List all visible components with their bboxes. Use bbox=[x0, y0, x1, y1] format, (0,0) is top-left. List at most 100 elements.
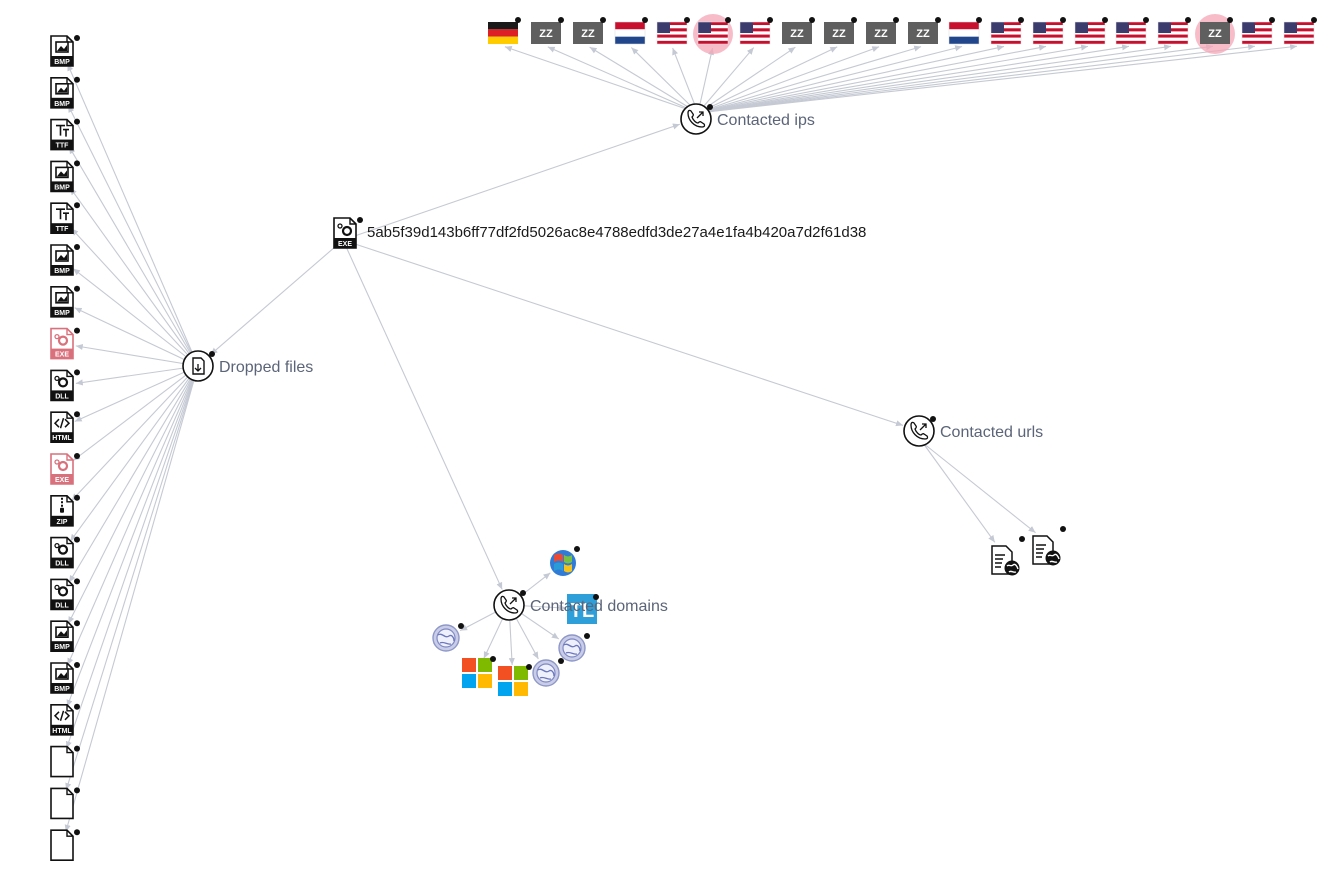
font-file-icon[interactable]: TTF bbox=[50, 202, 80, 234]
node-handle-dot bbox=[74, 118, 80, 125]
html-file-icon[interactable]: HTML bbox=[50, 411, 80, 444]
node-handle-dot bbox=[74, 703, 80, 710]
node-handle-dot bbox=[1143, 17, 1149, 23]
node-handle-dot bbox=[851, 17, 857, 23]
edge-ip-flag bbox=[547, 46, 699, 114]
file-type-label: BMP bbox=[54, 59, 70, 66]
node-handle-dot bbox=[1102, 17, 1108, 23]
ip-flag-zz[interactable]: ZZ bbox=[1195, 14, 1235, 54]
file-type-label: DLL bbox=[55, 602, 69, 609]
ip-flag-us[interactable] bbox=[1157, 17, 1191, 45]
node-handle-dot bbox=[1185, 17, 1191, 23]
dropped-files-node[interactable]: Dropped files bbox=[182, 350, 313, 382]
ip-flag-nl[interactable] bbox=[614, 17, 648, 45]
dll-file-icon[interactable]: DLL bbox=[50, 536, 80, 569]
node-handle-dot bbox=[725, 17, 731, 23]
ip-flag-zz[interactable]: ZZ bbox=[824, 17, 857, 44]
ip-flag-us[interactable] bbox=[656, 17, 690, 45]
root-file-hash: 5ab5f39d143b6ff77df2fd5026ac8e4788edfd3d… bbox=[367, 224, 866, 241]
image-file-icon[interactable]: BMP bbox=[50, 244, 80, 276]
ip-flag-us[interactable] bbox=[1032, 17, 1066, 45]
dll-file-icon[interactable]: DLL bbox=[50, 369, 80, 402]
ip-flag-zz[interactable]: ZZ bbox=[908, 17, 941, 44]
ip-flag-us[interactable] bbox=[1074, 17, 1108, 45]
node-handle-dot bbox=[935, 17, 941, 23]
ip-country-label: ZZ bbox=[832, 28, 846, 40]
ip-flag-de[interactable] bbox=[488, 17, 521, 44]
root-file-node[interactable]: EXE 5ab5f39d143b6ff77df2fd5026ac8e4788edf… bbox=[333, 217, 866, 249]
edge-ip-flag bbox=[697, 45, 922, 114]
image-file-icon[interactable]: BMP bbox=[50, 662, 80, 694]
image-file-icon[interactable]: BMP bbox=[50, 285, 80, 318]
ip-flag-us[interactable] bbox=[739, 17, 773, 45]
web-document-icon[interactable] bbox=[1032, 526, 1066, 566]
edge-ip-flag bbox=[697, 46, 880, 114]
image-file-icon[interactable]: BMP bbox=[50, 35, 80, 67]
executable-file-icon[interactable]: EXE bbox=[50, 327, 80, 360]
node-handle-dot bbox=[600, 17, 606, 23]
ip-flag-us[interactable] bbox=[1115, 17, 1149, 45]
edge-ip-flag bbox=[589, 46, 699, 114]
edge-dropped-file bbox=[67, 63, 199, 367]
contacted-ips-node[interactable]: Contacted ips bbox=[680, 103, 815, 135]
ip-flag-zz[interactable]: ZZ bbox=[573, 17, 606, 44]
root-file-type-label: EXE bbox=[338, 241, 352, 248]
microsoft-logo-icon[interactable] bbox=[498, 664, 532, 696]
edge-ip-flag bbox=[697, 44, 1214, 114]
node-handle-dot bbox=[458, 623, 464, 629]
edge-dropped-file bbox=[74, 365, 199, 422]
node-handle-dot bbox=[74, 536, 80, 543]
html-file-icon[interactable]: HTML bbox=[50, 703, 80, 736]
ip-flag-nl[interactable] bbox=[948, 17, 982, 45]
edge-dropped-file bbox=[68, 365, 199, 583]
blank-file-icon[interactable] bbox=[50, 787, 80, 820]
edge-ip-flag bbox=[697, 46, 838, 114]
edge-dropped-file bbox=[71, 365, 199, 501]
image-file-icon[interactable]: BMP bbox=[50, 160, 80, 193]
file-type-label: BMP bbox=[54, 310, 70, 317]
file-type-label: TTF bbox=[56, 226, 70, 233]
executable-file-icon[interactable]: EXE bbox=[50, 453, 80, 485]
windows-logo-icon[interactable] bbox=[550, 546, 580, 576]
file-type-label: BMP bbox=[54, 644, 70, 651]
web-document-icon[interactable] bbox=[991, 536, 1025, 576]
blank-file-icon[interactable] bbox=[50, 745, 80, 778]
node-handle-dot bbox=[74, 369, 80, 376]
edge-dropped-file bbox=[65, 365, 199, 791]
edge-ip-flag bbox=[697, 44, 1005, 114]
dll-file-icon[interactable]: DLL bbox=[50, 578, 80, 611]
contacted-urls-node[interactable]: Contacted urls bbox=[903, 415, 1043, 447]
ip-flag-us[interactable] bbox=[1241, 17, 1275, 45]
ip-flag-us[interactable] bbox=[693, 14, 733, 54]
globe-icon[interactable] bbox=[532, 658, 564, 687]
globe-icon[interactable] bbox=[558, 633, 590, 662]
node-handle-dot bbox=[74, 787, 80, 794]
image-file-icon[interactable]: BMP bbox=[50, 620, 80, 653]
node-handle-dot bbox=[74, 411, 80, 418]
ip-flag-zz[interactable]: ZZ bbox=[866, 17, 899, 44]
ip-flag-zz[interactable]: ZZ bbox=[531, 17, 564, 44]
edge-dropped-file bbox=[67, 365, 199, 624]
zip-file-icon[interactable]: ZIP bbox=[50, 494, 80, 527]
phone-outgoing-icon bbox=[919, 423, 927, 431]
contacted-domains-node[interactable]: Contacted domains bbox=[493, 589, 668, 621]
edge-ip-flag bbox=[672, 47, 699, 114]
edge-dropped-file bbox=[74, 307, 199, 367]
ip-flag-zz[interactable]: ZZ bbox=[782, 17, 815, 44]
image-file-icon[interactable]: BMP bbox=[50, 76, 80, 109]
edge-ip-flag bbox=[697, 44, 1172, 114]
blank-file-icon[interactable] bbox=[50, 829, 80, 862]
ip-flag-us[interactable] bbox=[990, 17, 1024, 45]
file-type-label: DLL bbox=[55, 561, 69, 568]
globe-icon[interactable] bbox=[432, 623, 464, 652]
node-handle-dot bbox=[1227, 17, 1233, 23]
node-handle-dot bbox=[558, 17, 564, 23]
tl-logo-icon[interactable]: TL bbox=[567, 594, 599, 624]
font-file-icon[interactable]: TTF bbox=[50, 118, 80, 151]
ip-flag-us[interactable] bbox=[1283, 17, 1317, 45]
edge-dropped-file bbox=[72, 268, 199, 367]
edge-root-urls bbox=[342, 239, 904, 427]
contacted-urls-node-label: Contacted urls bbox=[940, 424, 1043, 441]
microsoft-logo-icon[interactable] bbox=[462, 656, 496, 688]
